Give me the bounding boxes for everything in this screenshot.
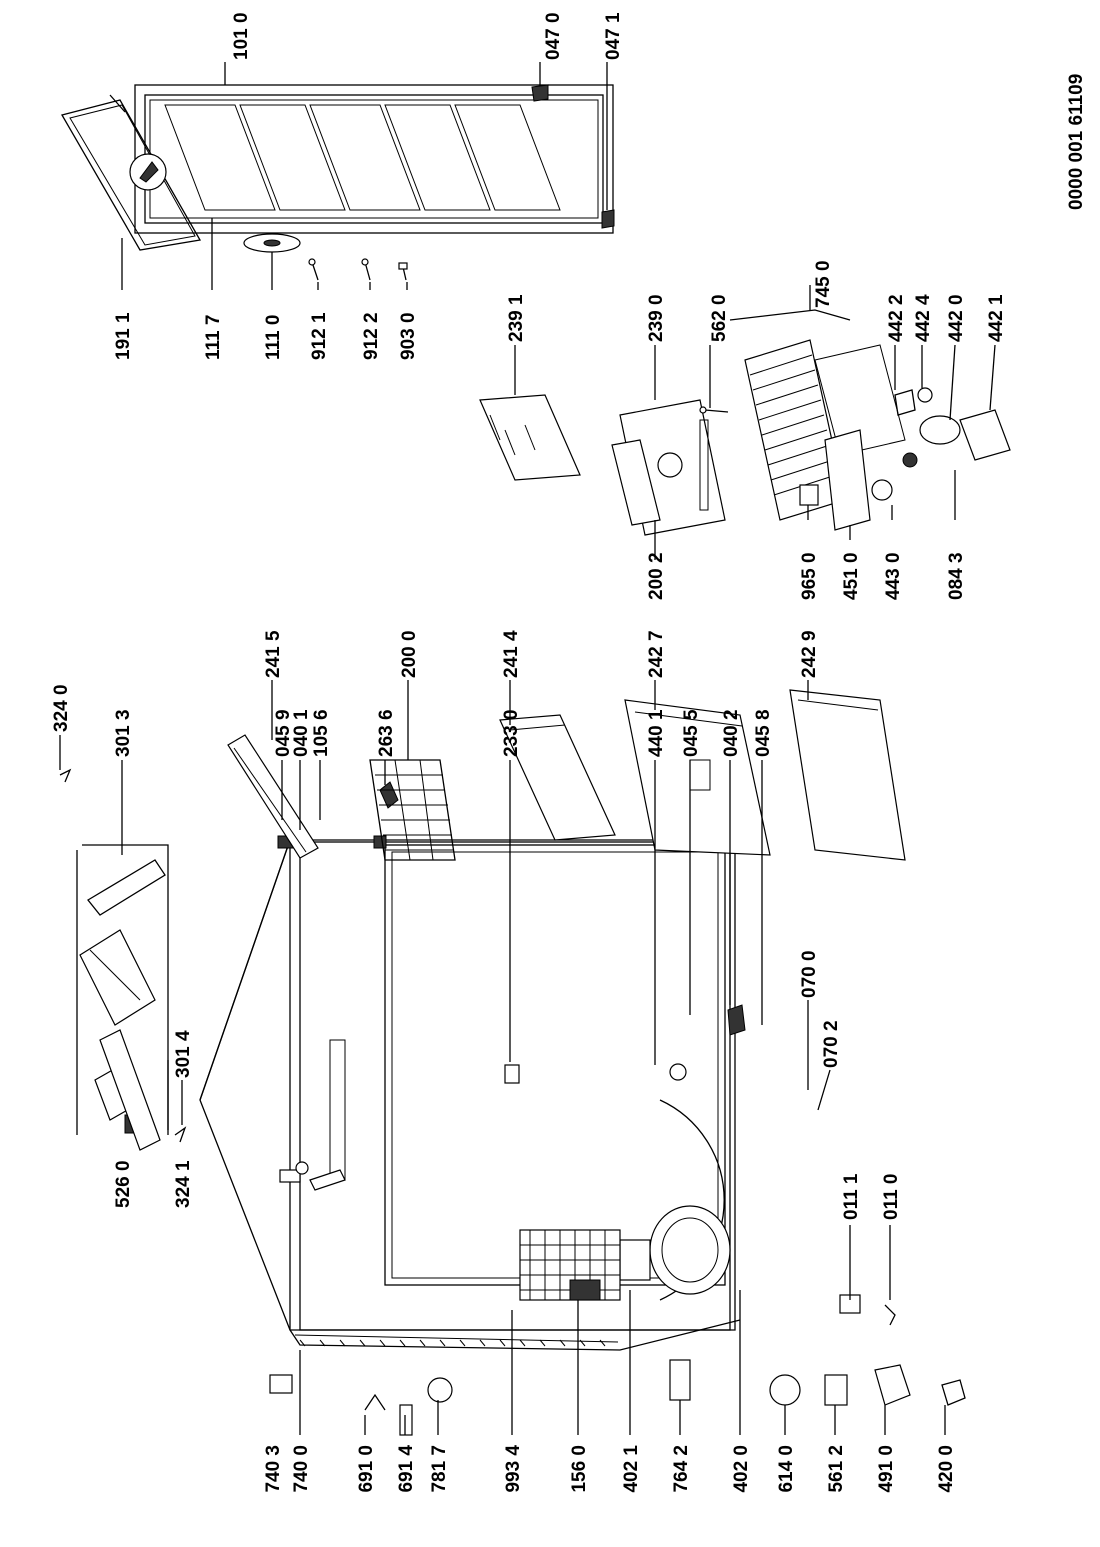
part-label-1110: 111 0	[263, 315, 284, 360]
part-label-0700: 070 0	[799, 950, 820, 998]
part-label-0455: 045 5	[681, 709, 702, 757]
part-label-4200: 420 0	[936, 1445, 957, 1493]
part-label-0458: 045 8	[753, 709, 774, 757]
part-label-4430: 443 0	[883, 552, 904, 600]
part-label-7450: 745 0	[813, 260, 834, 308]
part-label-2000: 200 0	[399, 630, 420, 678]
document-id: 0000 001 61109	[1066, 74, 1087, 210]
part-label-4401: 440 1	[646, 709, 667, 757]
part-label-7642: 764 2	[671, 1445, 692, 1493]
part-label-1560: 156 0	[569, 1445, 590, 1493]
part-label-4020: 402 0	[731, 1445, 752, 1493]
part-label-1911: 191 1	[113, 312, 134, 360]
part-label-0402: 040 2	[721, 709, 742, 757]
part-label-0702: 070 2	[821, 1020, 842, 1068]
part-label-4910: 491 0	[876, 1445, 897, 1493]
part-label-0110: 011 0	[881, 1174, 902, 1221]
part-label-2391: 239 1	[506, 294, 527, 342]
part-label-0111: 011 1	[841, 1173, 862, 1220]
shelves-and-drawers	[227, 689, 906, 861]
door-assembly	[61, 84, 615, 281]
part-label-4424: 442 4	[913, 294, 934, 342]
part-label-2429: 242 9	[799, 630, 820, 678]
part-label-3014: 301 4	[173, 1030, 194, 1078]
part-label-9030: 903 0	[398, 312, 419, 360]
part-labels: 101 0 047 0 047 1 191 1 111 7 111 0 912 1 912 2…	[51, 12, 1007, 1493]
fitting-440-icon	[669, 1063, 687, 1081]
part-label-5612: 561 2	[826, 1445, 847, 1493]
part-label-2427: 242 7	[646, 630, 667, 678]
part-label-3240: 324 0	[51, 684, 72, 732]
part-label-9121: 912 1	[309, 312, 330, 360]
part-label-1056: 105 6	[311, 709, 332, 757]
part-label-2330: 233 0	[501, 709, 522, 757]
accessory-parts	[269, 1359, 966, 1436]
part-label-4510: 451 0	[841, 552, 862, 600]
part-label-9122: 912 2	[361, 312, 382, 360]
part-label-5620: 562 0	[709, 294, 730, 342]
part-label-7400: 740 0	[291, 1445, 312, 1493]
part-label-2002: 200 2	[646, 552, 667, 600]
part-label-1117: 111 7	[203, 315, 224, 360]
part-614-icon	[769, 1374, 801, 1406]
part-label-6140: 614 0	[776, 1445, 797, 1493]
part-label-2390: 239 0	[646, 294, 667, 342]
part-label-6910: 691 0	[356, 1445, 377, 1493]
part-label-0843: 084 3	[946, 552, 967, 600]
top-accessories	[87, 859, 166, 1151]
part-label-3241: 324 1	[173, 1160, 194, 1208]
cabinet-body	[199, 835, 896, 1351]
part-label-2414: 241 4	[501, 630, 522, 678]
part-label-5260: 526 0	[113, 1160, 134, 1208]
part-label-9934: 993 4	[503, 1445, 524, 1493]
part-label-7403: 740 3	[263, 1445, 284, 1493]
part-label-0401: 040 1	[291, 709, 312, 757]
part-label-0470: 047 0	[543, 12, 564, 60]
part-label-0459: 045 9	[273, 709, 294, 757]
fitting-233-icon	[504, 1064, 520, 1084]
part-label-0471: 047 1	[603, 12, 624, 60]
part-label-4021: 402 1	[621, 1445, 642, 1493]
part-label-2415: 241 5	[263, 630, 284, 678]
leader-lines	[59, 62, 996, 1435]
part-label-6914: 691 4	[396, 1445, 417, 1493]
part-label-2636: 263 6	[376, 709, 397, 757]
part-label-7817: 781 7	[429, 1445, 450, 1493]
part-label-1010: 101 0	[231, 12, 252, 60]
part-label-4421: 442 1	[986, 294, 1007, 342]
part-label-9650: 965 0	[799, 552, 820, 600]
part-label-4420: 442 0	[946, 294, 967, 342]
small-parts	[59, 768, 746, 1191]
evaporator-group	[479, 339, 1011, 536]
part-label-3013: 301 3	[113, 709, 134, 757]
part-label-4422: 442 2	[886, 294, 907, 342]
